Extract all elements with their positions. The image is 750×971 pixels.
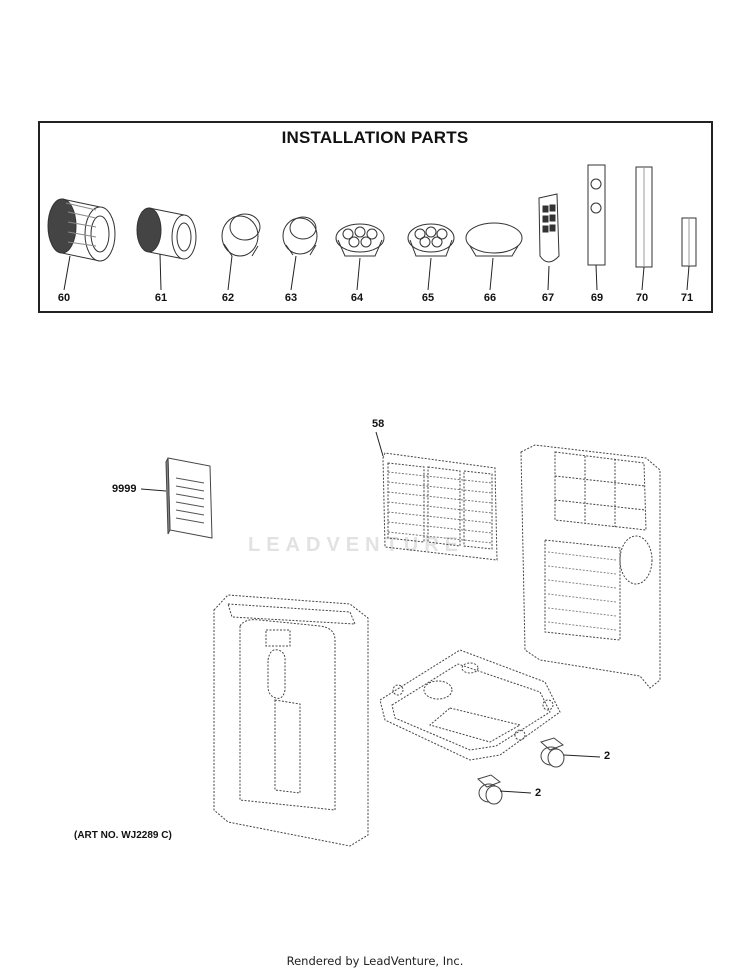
art-number: (ART NO. WJ2289 C) bbox=[74, 830, 172, 841]
part-58-filter[interactable] bbox=[382, 452, 498, 561]
caster-wheel-b[interactable] bbox=[477, 774, 503, 805]
front-housing[interactable] bbox=[213, 594, 369, 847]
base-pan[interactable] bbox=[379, 649, 561, 761]
installation-parts-title: INSTALLATION PARTS bbox=[281, 128, 469, 147]
part-number-64: 64 bbox=[350, 292, 364, 304]
part-number-62: 62 bbox=[221, 292, 235, 304]
part-number-70: 70 bbox=[635, 292, 649, 304]
part-69-panel[interactable] bbox=[587, 164, 606, 266]
part-63-adapter[interactable] bbox=[282, 216, 318, 256]
part-number-71: 71 bbox=[680, 292, 694, 304]
part-number-63: 63 bbox=[284, 292, 298, 304]
part-number-60: 60 bbox=[57, 292, 71, 304]
part-71-panel[interactable] bbox=[681, 217, 697, 267]
callout-2-caster-a: 2 bbox=[604, 750, 611, 762]
installation-parts-frame bbox=[38, 121, 713, 313]
part-61-hose-small[interactable] bbox=[136, 207, 197, 260]
part-66-cap[interactable] bbox=[465, 222, 523, 257]
part-64-window-adapter[interactable] bbox=[335, 223, 385, 257]
part-62-adapter[interactable] bbox=[221, 213, 261, 257]
part-number-61: 61 bbox=[154, 292, 168, 304]
part-number-65: 65 bbox=[421, 292, 435, 304]
part-70-panel[interactable] bbox=[635, 166, 653, 268]
callout-58: 58 bbox=[372, 418, 385, 430]
part-67-remote[interactable] bbox=[538, 193, 560, 263]
callout-2-caster-b: 2 bbox=[535, 787, 542, 799]
callout-9999: 9999 bbox=[112, 483, 137, 495]
part-65-window-adapter[interactable] bbox=[407, 223, 455, 257]
part-number-67: 67 bbox=[541, 292, 555, 304]
part-60-hose-large[interactable] bbox=[47, 198, 116, 262]
caster-wheel-a[interactable] bbox=[540, 737, 565, 768]
part-number-66: 66 bbox=[483, 292, 497, 304]
footer-credit: Rendered by LeadVenture, Inc. bbox=[286, 954, 464, 968]
part-9999-manual[interactable] bbox=[165, 457, 213, 539]
rear-housing[interactable] bbox=[520, 444, 661, 689]
part-number-69: 69 bbox=[590, 292, 604, 304]
